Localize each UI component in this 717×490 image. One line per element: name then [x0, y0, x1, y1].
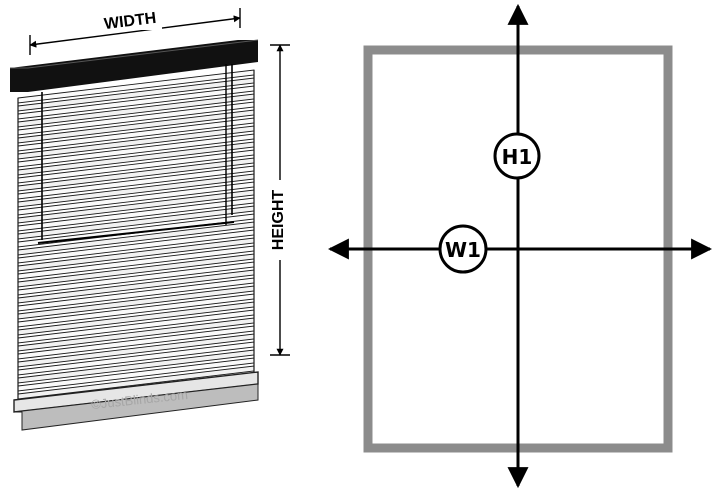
width-dimension: WIDTH — [29, 8, 241, 55]
blind-illustration: WIDTH ©JustBlinds.com HEIGHT — [10, 8, 291, 431]
raised-bottom-slat — [37, 221, 235, 244]
w1-label: W1 — [445, 238, 481, 262]
h1-label: H1 — [502, 145, 533, 169]
height-dimension: HEIGHT — [270, 44, 291, 356]
blind-slats — [17, 69, 255, 400]
window-sill — [13, 383, 259, 431]
window-measurement-diagram: H1 W1 — [327, 3, 713, 489]
blind-headrail — [10, 40, 258, 92]
width-label: WIDTH — [103, 10, 157, 33]
w1-marker: W1 — [438, 224, 488, 274]
h1-marker: H1 — [493, 132, 541, 180]
height-label: HEIGHT — [270, 190, 287, 251]
